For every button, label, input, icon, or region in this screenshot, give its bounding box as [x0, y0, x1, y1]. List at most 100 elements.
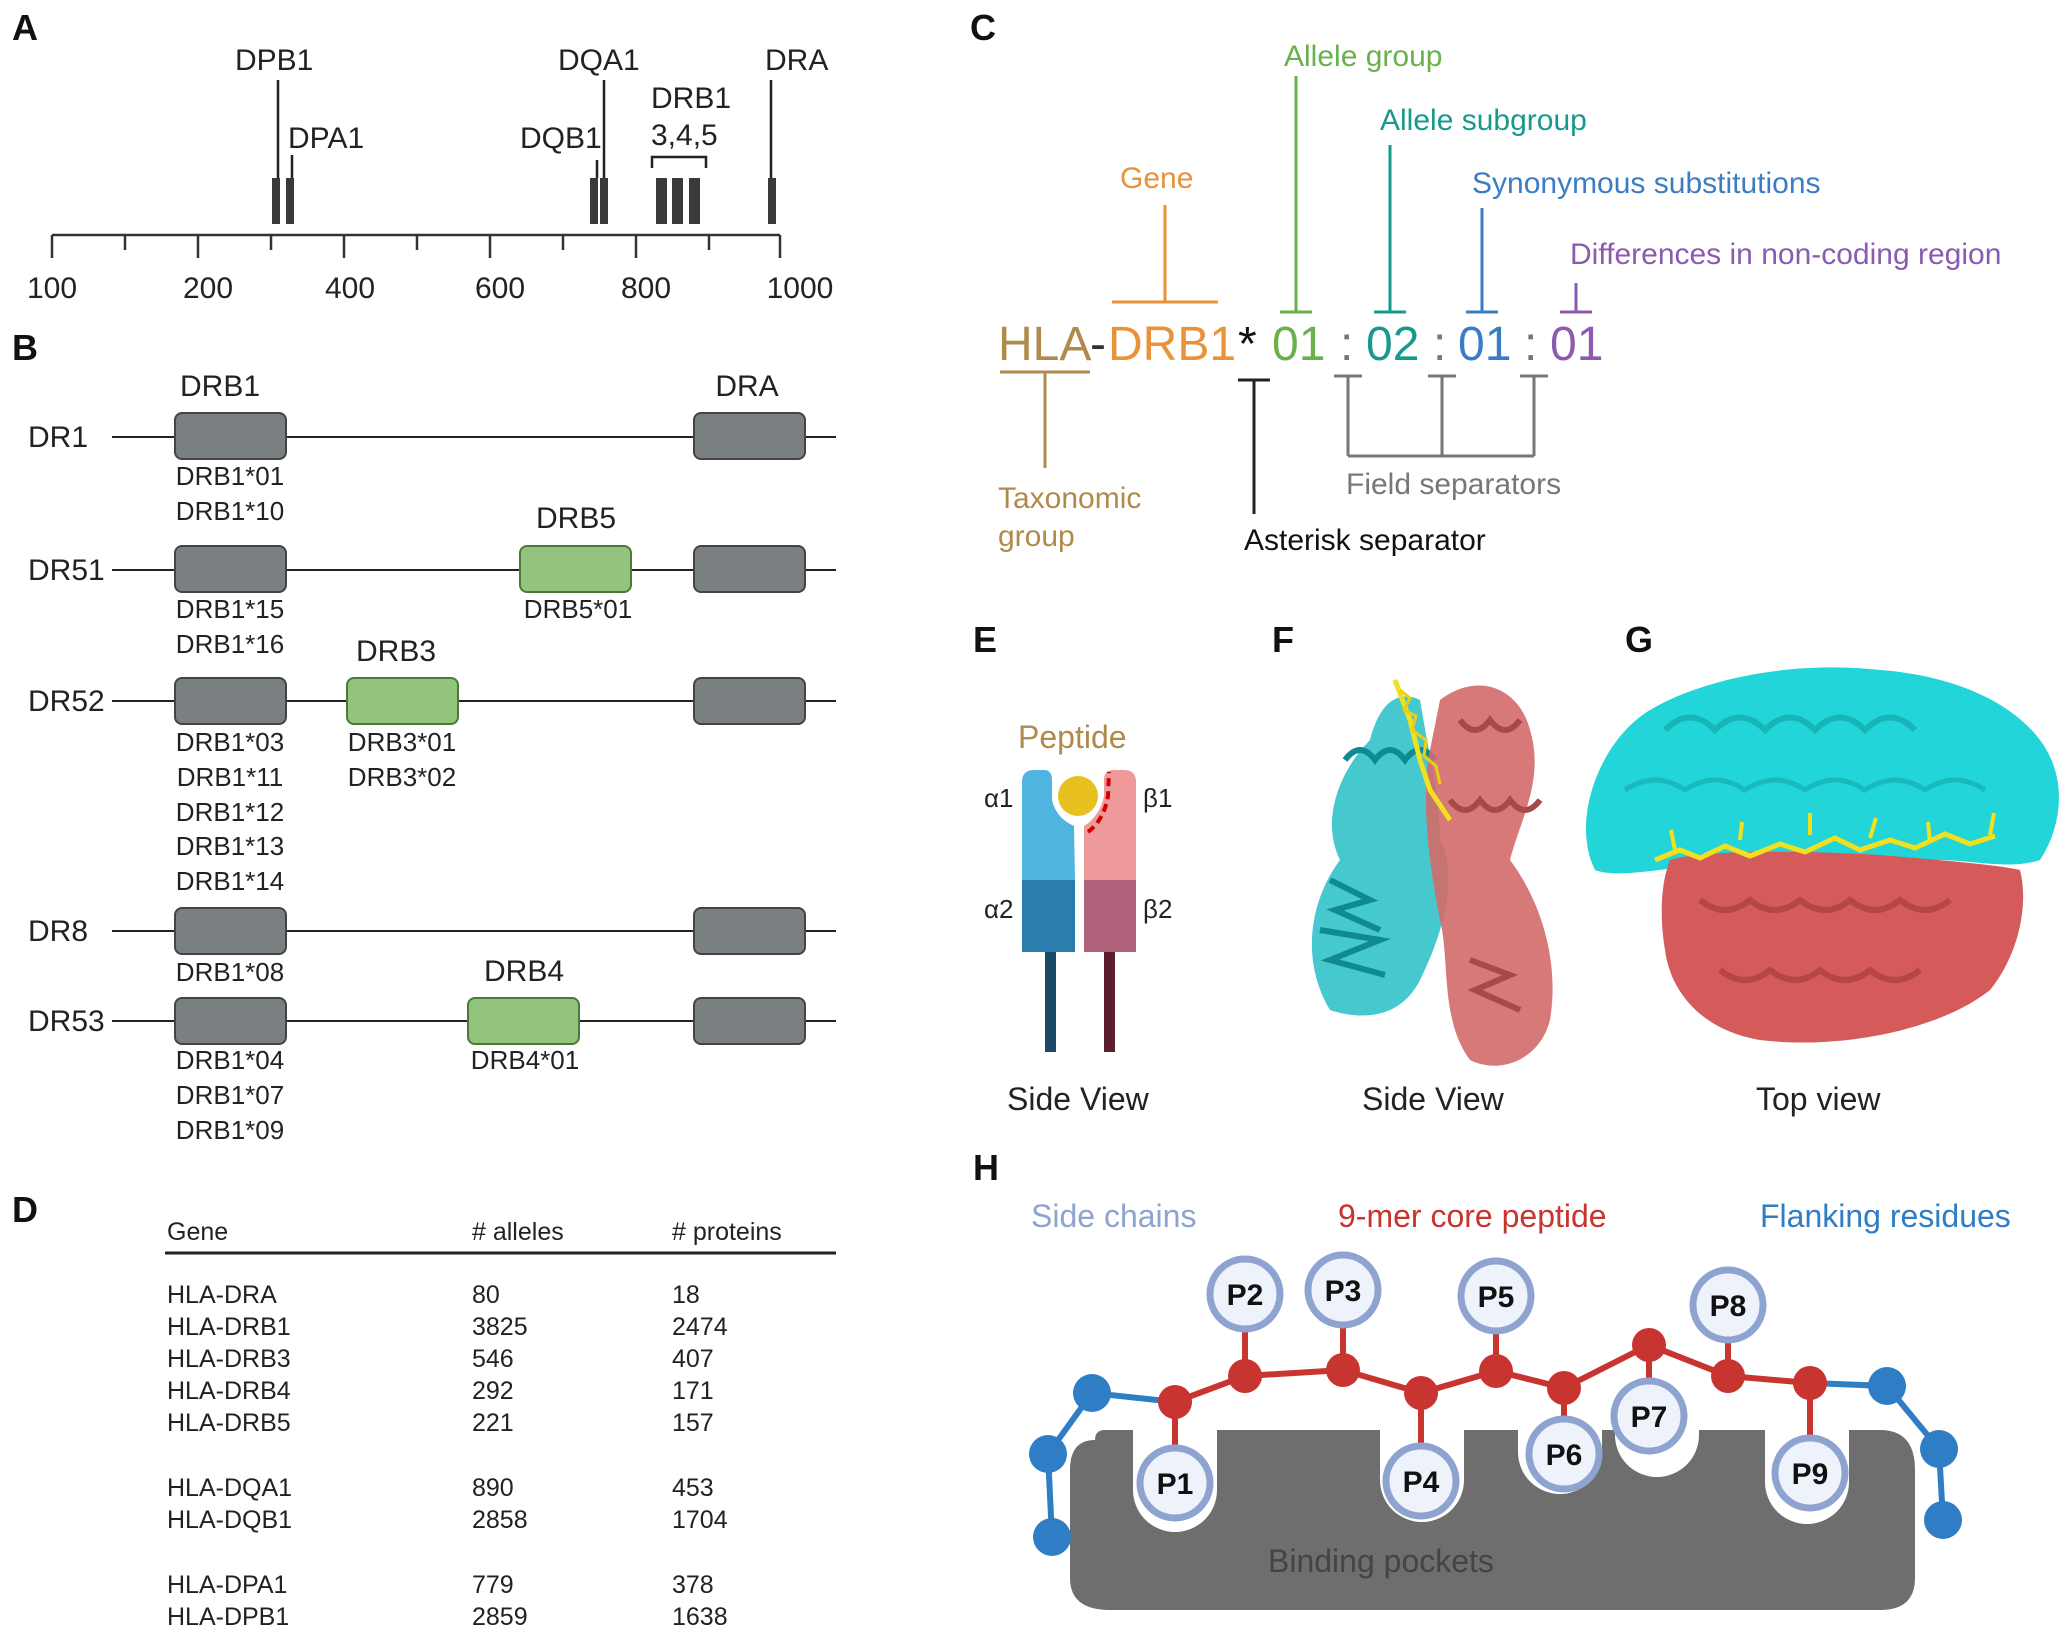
- row-name-dr1: DR1: [28, 421, 88, 454]
- binding-pocket-block: [1070, 1430, 1915, 1610]
- label-alpha1: α1: [984, 783, 1014, 813]
- row-name-dr53: DR53: [28, 1005, 105, 1038]
- table-cell: 378: [672, 1571, 714, 1599]
- gene-bars: [272, 178, 776, 224]
- lbl-noncoding: Differences in non-coding region: [1570, 238, 2001, 271]
- panel-a: A 100 200 400 600 800 1000: [12, 7, 833, 305]
- pos-p1: P1: [1157, 1468, 1194, 1501]
- tick-400: 400: [325, 272, 375, 305]
- panel-f: F Side View: [1272, 619, 1553, 1117]
- panel-b: B DR1 DR51 DR52 DR8 DR53: [12, 327, 836, 1145]
- table-cell: 221: [472, 1409, 514, 1437]
- allele-drb1-10: DRB1*10: [176, 496, 284, 526]
- table-cell: 3825: [472, 1313, 528, 1341]
- nom-field3: 01: [1458, 318, 1511, 371]
- label-drb5: DRB5: [536, 502, 616, 535]
- label-drb3: DRB3: [356, 635, 436, 668]
- table-header-gene: Gene: [167, 1218, 228, 1246]
- label-dra-top: DRA: [715, 370, 778, 403]
- lbl-allele-group: Allele group: [1284, 40, 1442, 73]
- beta-helix-dashed: [1086, 771, 1111, 834]
- tick-600: 600: [475, 272, 525, 305]
- allele-drb1-04: DRB1*04: [176, 1045, 284, 1075]
- row-name-dr51: DR51: [28, 554, 105, 587]
- nom-field2: 02: [1366, 318, 1419, 371]
- lbl-field-separators: Field separators: [1346, 468, 1561, 501]
- table-cell: 157: [672, 1409, 714, 1437]
- panel-h-label: H: [973, 1147, 999, 1188]
- legend-side-chains: Side chains: [1031, 1198, 1196, 1234]
- table-cell: 18: [672, 1281, 700, 1309]
- label-beta2: β2: [1143, 894, 1172, 924]
- allele-drb1-14: DRB1*14: [176, 866, 284, 896]
- table-cell: HLA-DQB1: [167, 1506, 292, 1534]
- allele-drb1-12: DRB1*12: [176, 797, 284, 827]
- panel-d: D Gene # alleles # proteins HLA-DRA 80 1…: [12, 1189, 836, 1631]
- nom-colon3: :: [1524, 318, 1537, 371]
- panel-c: C HLA - DRB1 * 01 : 02 : 01 : 01: [970, 7, 2001, 557]
- allele-drb3-01: DRB3*01: [348, 727, 456, 757]
- table-cell: 546: [472, 1345, 514, 1373]
- protein-cartoon: [1311, 679, 1553, 1066]
- table-cell: HLA-DRB1: [167, 1313, 291, 1341]
- table-header-proteins: # proteins: [672, 1218, 782, 1246]
- gene-dra: DRA: [765, 44, 828, 77]
- lbl-taxonomic-1: Taxonomic: [998, 482, 1141, 515]
- tick-100: 100: [27, 272, 77, 305]
- alpha1-domain: [1022, 770, 1075, 880]
- lbl-allele-subgroup: Allele subgroup: [1380, 104, 1587, 137]
- tick-800: 800: [621, 272, 671, 305]
- caption-side-view-f: Side View: [1362, 1081, 1505, 1117]
- table-cell: 779: [472, 1571, 514, 1599]
- caption-side-view-e: Side View: [1007, 1081, 1150, 1117]
- table-cell: HLA-DRB3: [167, 1345, 291, 1373]
- nom-field4: 01: [1550, 318, 1603, 371]
- legend-flanking: Flanking residues: [1760, 1198, 2011, 1234]
- alpha2-domain: [1022, 880, 1075, 952]
- panel-d-label: D: [12, 1189, 38, 1230]
- gene-drb345: 3,4,5: [651, 119, 718, 152]
- allele-drb4-01: DRB4*01: [471, 1045, 579, 1075]
- label-drb1-top: DRB1: [180, 370, 260, 403]
- beta2-domain: [1084, 880, 1136, 952]
- table-cell: HLA-DQA1: [167, 1474, 292, 1502]
- allele-drb1-07: DRB1*07: [176, 1080, 284, 1110]
- peptide-label: Peptide: [1018, 719, 1127, 755]
- panel-e-label: E: [973, 619, 997, 660]
- caption-top-view: Top view: [1756, 1081, 1881, 1117]
- tick-200: 200: [183, 272, 233, 305]
- row-name-dr8: DR8: [28, 915, 88, 948]
- allele-drb1-16: DRB1*16: [176, 629, 284, 659]
- panel-b-label: B: [12, 327, 38, 368]
- gene-dqa1: DQA1: [558, 44, 640, 77]
- row-name-dr52: DR52: [28, 685, 105, 718]
- panel-a-label: A: [12, 7, 38, 48]
- allele-drb1-03: DRB1*03: [176, 727, 284, 757]
- pos-p3: P3: [1325, 1275, 1362, 1308]
- panel-g-label: G: [1625, 619, 1653, 660]
- panel-f-label: F: [1272, 619, 1294, 660]
- table-cell: 1704: [672, 1506, 728, 1534]
- pos-p2: P2: [1227, 1279, 1264, 1312]
- nom-colon2: :: [1433, 318, 1446, 371]
- allele-drb1-09: DRB1*09: [176, 1115, 284, 1145]
- nom-dash: -: [1090, 318, 1106, 371]
- label-drb4: DRB4: [484, 955, 564, 988]
- table-cell: 2858: [472, 1506, 528, 1534]
- nom-field1: 01: [1272, 318, 1325, 371]
- panel-c-label: C: [970, 7, 996, 48]
- nom-asterisk: *: [1238, 318, 1257, 371]
- allele-drb5-01: DRB5*01: [524, 594, 632, 624]
- table-cell: 292: [472, 1377, 514, 1405]
- label-alpha2: α2: [984, 894, 1014, 924]
- table-cell: HLA-DRB4: [167, 1377, 291, 1405]
- tick-1000: 1000: [767, 272, 834, 305]
- panel-g: G Top view: [1586, 619, 2059, 1117]
- pos-p5: P5: [1478, 1281, 1515, 1314]
- pos-p4: P4: [1403, 1466, 1440, 1499]
- label-beta1: β1: [1143, 783, 1172, 813]
- peptide-circle: [1058, 776, 1098, 816]
- lbl-synonymous: Synonymous substitutions: [1472, 167, 1821, 200]
- beta-tail: [1104, 952, 1115, 1052]
